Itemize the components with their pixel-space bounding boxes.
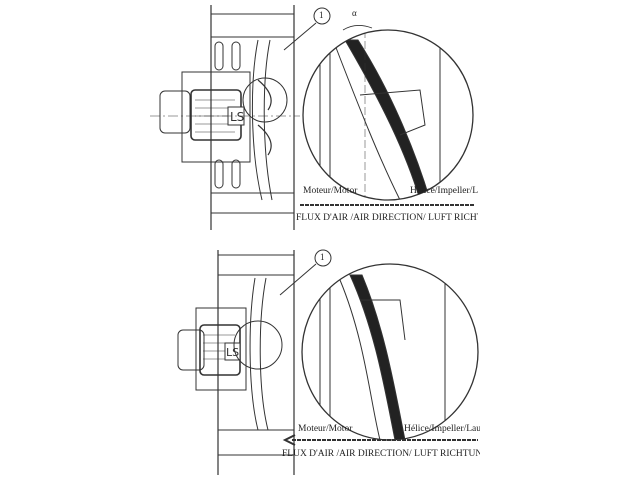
bottom-motor-label: Moteur/Motor xyxy=(298,424,353,434)
top-impeller-label: Hélice/Impeller/Laufrad xyxy=(410,186,478,196)
bottom-airflow-label: FLUX D'AIR /AIR DIRECTION/ LUFT RICHTUNG xyxy=(282,449,480,459)
top-callout-number: 1 xyxy=(319,10,324,20)
motor: LS xyxy=(159,71,251,163)
svg-text:LS: LS xyxy=(226,346,239,359)
svg-text:LS: LS xyxy=(230,110,244,124)
motor: LS xyxy=(177,307,247,391)
top-fan-drawing: LS xyxy=(150,5,474,230)
mounting-slots xyxy=(214,41,241,189)
top-airflow-label: FLUX D'AIR /AIR DIRECTION/ LUFT RICHTUNG xyxy=(296,213,478,223)
bottom-callout-number: 1 xyxy=(320,252,325,262)
impeller-blades xyxy=(251,39,273,201)
bottom-fan-drawing: LS xyxy=(177,249,479,475)
airflow-arrow-icon xyxy=(282,434,296,446)
top-motor-label: Moteur/Motor xyxy=(303,186,358,196)
detail-blade xyxy=(319,30,441,200)
detail-blade xyxy=(319,264,446,440)
bottom-impeller-label: Hélice/Impeller/Laufrad xyxy=(404,424,480,434)
angle-alpha-label: α xyxy=(352,8,357,18)
